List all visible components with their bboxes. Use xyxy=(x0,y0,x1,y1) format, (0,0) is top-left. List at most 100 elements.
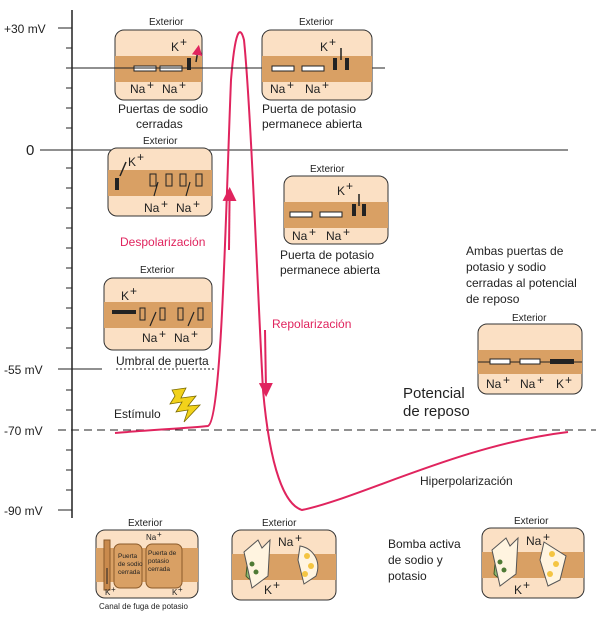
svg-text:+: + xyxy=(309,225,316,239)
svg-text:+: + xyxy=(159,327,166,341)
svg-text:Na: Na xyxy=(486,377,502,391)
svg-text:Na: Na xyxy=(305,82,321,96)
svg-text:+: + xyxy=(111,585,116,594)
repolarization-arrow xyxy=(258,329,273,397)
svg-text:Na: Na xyxy=(326,229,342,243)
svg-text:+: + xyxy=(329,35,336,49)
svg-text:+: + xyxy=(543,530,550,544)
svg-text:+: + xyxy=(179,78,186,92)
svg-text:Na: Na xyxy=(142,331,158,345)
both-closed-caption-4: de reposo xyxy=(466,292,520,306)
svg-text:+: + xyxy=(287,78,294,92)
potassium-open-caption-2: permanece abierta xyxy=(280,263,380,277)
svg-text:K: K xyxy=(121,289,129,303)
depolarization-arrow xyxy=(222,187,237,251)
svg-text:cerrada: cerrada xyxy=(118,569,140,576)
svg-text:+: + xyxy=(147,78,154,92)
svg-text:+: + xyxy=(523,578,530,592)
exterior-label: Exterior xyxy=(149,17,184,28)
svg-text:+: + xyxy=(191,327,198,341)
svg-text:Puerta de: Puerta de xyxy=(148,550,177,557)
panel-sodium-closed: Exterior K+ Na+ Na+ Puertas de sodio cer… xyxy=(114,17,208,131)
svg-text:+: + xyxy=(130,284,137,298)
svg-text:+: + xyxy=(565,373,572,387)
svg-text:Puerta: Puerta xyxy=(118,553,138,560)
svg-text:K: K xyxy=(171,40,179,54)
svg-text:+: + xyxy=(180,35,187,49)
sodium-closed-caption-1: Puertas de sodio xyxy=(118,102,208,116)
potassium-open-caption-1: Puerta de potasio xyxy=(280,248,374,262)
repolarization-label: Repolarización xyxy=(272,317,351,331)
stimulus-label: Estímulo xyxy=(114,407,161,421)
svg-text:Na: Na xyxy=(174,331,190,345)
svg-text:+: + xyxy=(343,225,350,239)
tick-label-minus55: -55 mV xyxy=(4,363,43,377)
both-closed-caption-2: potasio y sodio xyxy=(466,260,546,274)
svg-text:+: + xyxy=(137,150,144,164)
svg-text:K: K xyxy=(556,377,564,391)
svg-text:+: + xyxy=(295,531,302,545)
svg-text:+: + xyxy=(178,585,183,594)
action-potential-curve xyxy=(114,31,569,512)
tick-label-minus90: -90 mV xyxy=(4,504,43,518)
sodium-closed-caption-2: cerradas xyxy=(136,117,183,131)
svg-text:+: + xyxy=(273,578,280,592)
svg-text:Na: Na xyxy=(176,201,192,215)
hyperpolarization-label: Hiperpolarización xyxy=(420,474,513,488)
resting-label-2: de reposo xyxy=(403,403,470,420)
svg-text:+: + xyxy=(322,78,329,92)
svg-text:K: K xyxy=(264,583,272,597)
svg-text:Na: Na xyxy=(526,534,542,548)
pump-caption-1: Bomba activa xyxy=(388,537,461,551)
axis-minor-ticks xyxy=(66,47,72,491)
svg-text:+: + xyxy=(161,197,168,211)
exterior-label: Exterior xyxy=(310,164,345,175)
svg-text:+: + xyxy=(537,373,544,387)
svg-text:Na: Na xyxy=(520,377,536,391)
both-closed-caption-1: Ambas puertas de xyxy=(466,244,564,258)
panel-sodium-opening: Exterior K+ Na+ Na+ xyxy=(107,136,213,217)
resting-label-1: Potencial xyxy=(403,385,465,402)
panel-both-closed: Ambas puertas de potasio y sodio cerrada… xyxy=(466,244,583,395)
potassium-open-caption-2: permanece abierta xyxy=(262,117,362,131)
panel-potassium-open-mid: Exterior K+ Na+ Na+ Puerta de potasio pe… xyxy=(280,164,389,277)
panel-potassium-open-top: Exterior K+ Na+ Na+ Puerta de potasio pe… xyxy=(261,17,373,131)
pump-caption-2: de sodio y xyxy=(388,553,443,567)
svg-text:Na: Na xyxy=(144,201,160,215)
exterior-label: Exterior xyxy=(140,265,175,276)
svg-text:+: + xyxy=(193,197,200,211)
svg-text:K: K xyxy=(514,583,522,597)
exterior-label: Exterior xyxy=(262,518,297,529)
pump-caption-3: potasio xyxy=(388,569,427,583)
panel-threshold-gates: Exterior K+ Na+ Na+ xyxy=(103,265,213,351)
leak-channel-caption: Canal de fuga de potasio xyxy=(99,602,189,611)
exterior-label: Exterior xyxy=(143,136,178,147)
svg-text:K: K xyxy=(128,155,136,169)
threshold-label: Umbral de puerta xyxy=(116,354,209,368)
exterior-label: Exterior xyxy=(299,17,334,28)
panel-pump-right: Exterior Na+ K+ xyxy=(481,516,585,599)
svg-text:K: K xyxy=(105,588,111,597)
both-closed-caption-3: cerradas al potencial xyxy=(466,276,577,290)
depolarization-label: Despolarización xyxy=(120,235,205,249)
svg-text:de sodio: de sodio xyxy=(118,561,143,568)
svg-text:K: K xyxy=(172,588,178,597)
svg-text:Na: Na xyxy=(270,82,286,96)
tick-label-minus70: -70 mV xyxy=(4,424,43,438)
svg-text:cerrada: cerrada xyxy=(148,566,170,573)
svg-text:Na: Na xyxy=(146,533,157,542)
exterior-label: Exterior xyxy=(514,516,549,527)
svg-text:Na: Na xyxy=(130,82,146,96)
svg-text:Na: Na xyxy=(292,229,308,243)
panel-pump-middle: Exterior Na+ K+ xyxy=(231,518,337,601)
svg-text:+: + xyxy=(157,530,162,539)
svg-text:K: K xyxy=(320,40,328,54)
exterior-label: Exterior xyxy=(128,518,163,529)
svg-text:+: + xyxy=(503,373,510,387)
tick-label-plus30: +30 mV xyxy=(4,22,46,36)
svg-text:Na: Na xyxy=(162,82,178,96)
svg-text:potasio: potasio xyxy=(148,558,169,565)
svg-text:Na: Na xyxy=(278,535,294,549)
svg-text:K: K xyxy=(337,184,345,198)
